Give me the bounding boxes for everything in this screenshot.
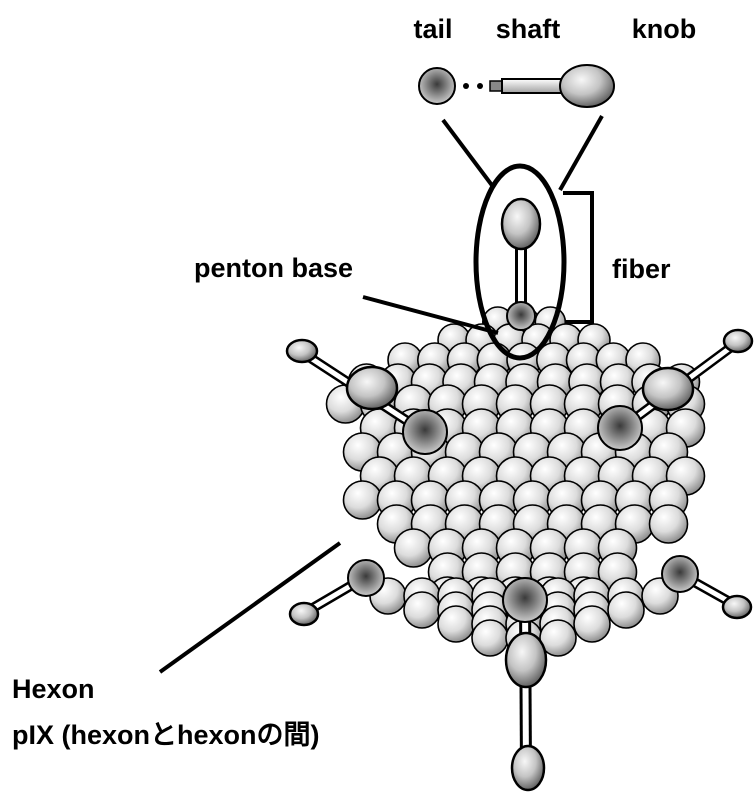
knob-label: knob bbox=[632, 14, 697, 44]
pix-label: pIX (hexonとhexonの間) bbox=[12, 720, 320, 750]
knob bbox=[290, 603, 318, 625]
knob bbox=[643, 368, 693, 410]
link-block-icon bbox=[490, 81, 502, 91]
penton-base bbox=[348, 560, 384, 596]
hexon-label: Hexon bbox=[12, 674, 95, 704]
hexon-sphere bbox=[650, 505, 688, 543]
link-dot-icon bbox=[463, 83, 469, 89]
knob bbox=[724, 330, 752, 352]
fiber-label: fiber bbox=[612, 254, 671, 284]
hexon-sphere bbox=[574, 606, 610, 642]
hexon-sphere bbox=[344, 481, 382, 519]
penton-base bbox=[503, 578, 547, 622]
knob bbox=[287, 340, 317, 362]
hexon-sphere bbox=[395, 529, 433, 567]
penton-base-label: penton base bbox=[194, 253, 353, 283]
penton-base bbox=[598, 406, 642, 450]
hexon-sphere bbox=[438, 606, 474, 642]
penton-base bbox=[662, 556, 698, 592]
link-dot-icon bbox=[477, 83, 483, 89]
fiber-parts-legend bbox=[419, 65, 614, 107]
penton-base bbox=[507, 302, 535, 330]
shaft-label: shaft bbox=[496, 14, 561, 44]
knob bbox=[502, 199, 540, 249]
penton-base bbox=[403, 410, 447, 454]
knob bbox=[347, 367, 397, 409]
fiber-bracket bbox=[563, 193, 592, 322]
knob-icon bbox=[560, 65, 614, 107]
capsid bbox=[287, 199, 752, 790]
hexon-sphere bbox=[608, 592, 644, 628]
shaft-icon bbox=[502, 79, 562, 93]
knob bbox=[723, 596, 751, 618]
fiber-callout-line-right bbox=[560, 116, 602, 190]
hexon-sphere bbox=[472, 620, 508, 656]
fiber-callout-line-left bbox=[443, 120, 494, 188]
knob bbox=[506, 633, 546, 687]
hexon-sphere bbox=[404, 592, 440, 628]
knob bbox=[512, 746, 544, 790]
tail-label: tail bbox=[413, 14, 452, 44]
tail-icon bbox=[419, 68, 455, 104]
